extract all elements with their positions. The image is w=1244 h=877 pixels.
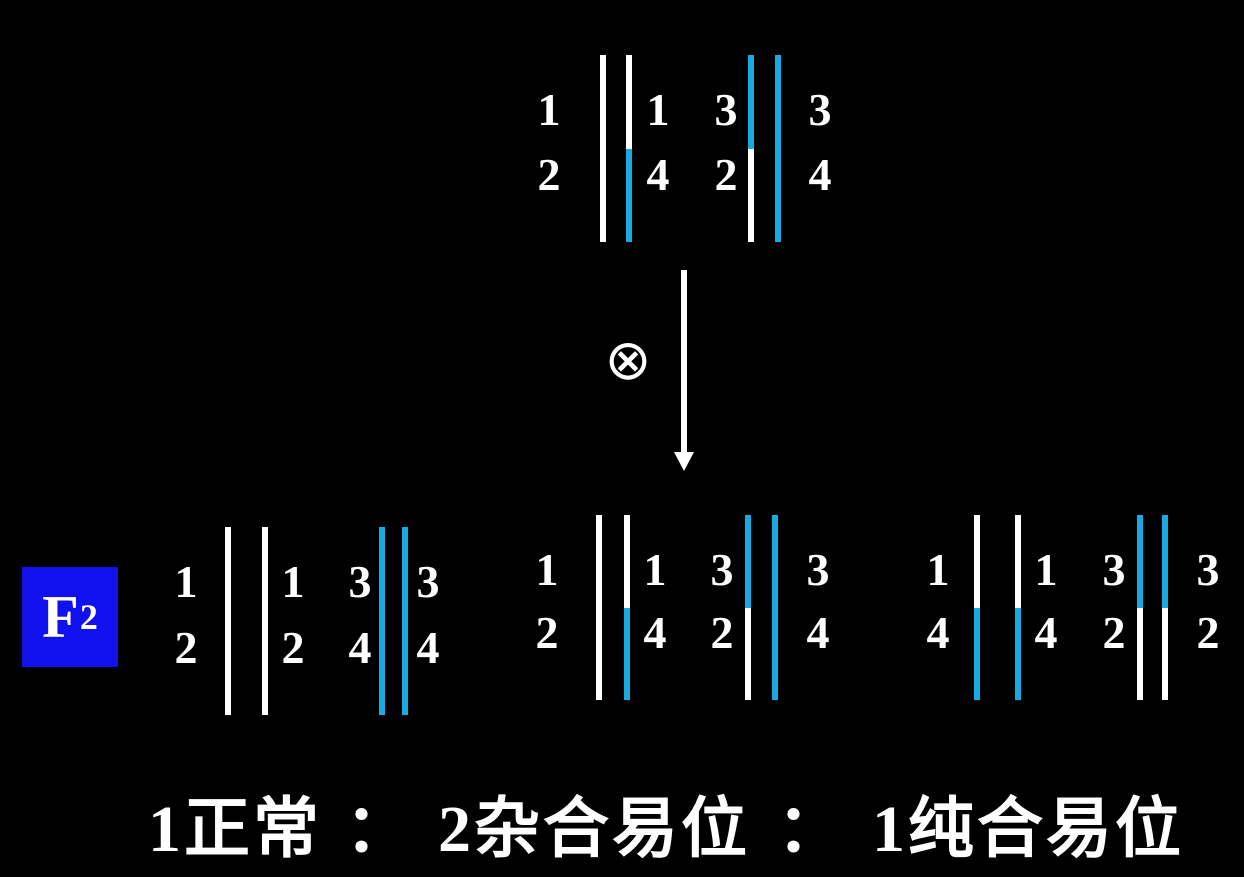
chromosome-segment-bottom [1162,607,1168,700]
locus-label: 3 [710,544,734,595]
ratio-heterozygous: 2杂合易位 [438,793,750,866]
chromosome-segment-top [745,515,751,608]
locus-label: 2 [281,622,305,673]
locus-label: 4 [348,622,372,673]
chromosome-segment-bottom [402,621,408,715]
locus-label: 2 [174,622,198,673]
f2-letter: F [42,584,79,650]
chromosome-segment-bottom [745,607,751,700]
chromosome-segment-bottom [772,607,778,700]
locus-label: 2 [1102,607,1126,658]
chromosome-segment-top [748,55,754,149]
chromosome-segment-bottom [379,621,385,715]
chromosome [772,515,778,700]
chromosome [262,527,268,715]
chromosome-segment-top [596,515,602,608]
chromosome-segment-top [624,515,630,608]
chromosome-segment-bottom [974,607,980,700]
locus-label: 1 [1034,544,1058,595]
locus-label: 1 [281,556,305,607]
locus-label: 4 [643,607,667,658]
chromosome [402,527,408,715]
locus-label: 3 [348,556,372,607]
locus-label: 4 [926,607,950,658]
locus-label: 3 [714,84,738,135]
chromosome-segment-bottom [1137,607,1143,700]
chromosome-segment-top [225,527,231,621]
locus-label: 3 [416,556,440,607]
chromosome-segment-top [775,55,781,149]
arrow-head [674,452,694,471]
ratio-normal: 1正常 [148,793,322,866]
chromosome-segment-top [626,55,632,149]
chromosome-segment-bottom [1015,607,1021,700]
locus-label: 2 [535,607,559,658]
chromosome-segment-bottom [225,621,231,715]
locus-label: 1 [174,556,198,607]
locus-label: 1 [537,84,561,135]
chromosome [379,527,385,715]
locus-label: 4 [808,149,832,200]
chromosome-segment-bottom [262,621,268,715]
locus-label: 2 [710,607,734,658]
ratio-separator: ： [777,793,843,866]
ratio-homozygous: 1纯合易位 [872,793,1184,866]
chromosome-segment-bottom [600,148,606,242]
locus-label: 3 [1196,544,1220,595]
chromosome [974,515,980,700]
chromosome-segment-top [1162,515,1168,608]
locus-label: 1 [926,544,950,595]
chromosome [596,515,602,700]
locus-label: 2 [714,149,738,200]
locus-label: 4 [646,149,670,200]
chromosome-segment-top [600,55,606,149]
locus-label: 2 [1196,607,1220,658]
chromosome [225,527,231,715]
ratio-separator: ： [345,793,411,866]
chromosome-segment-bottom [626,148,632,242]
locus-label: 1 [646,84,670,135]
chromosome [748,55,754,242]
locus-label: 1 [535,544,559,595]
chromosome-segment-bottom [596,607,602,700]
locus-label: 4 [416,622,440,673]
down-arrow-icon [674,270,694,471]
chromosome-segment-top [772,515,778,608]
chromosome [1137,515,1143,700]
chromosome-segment-bottom [624,607,630,700]
chromosome-segment-bottom [748,148,754,242]
locus-label: 3 [806,544,830,595]
chromosome-segment-top [974,515,980,608]
chromosome-segment-top [379,527,385,621]
chromosome [1162,515,1168,700]
chromosome-segment-top [402,527,408,621]
chromosome-segment-top [1015,515,1021,608]
chromosome-segment-top [1137,515,1143,608]
f2-subscript: 2 [79,597,98,637]
chromosome [626,55,632,242]
chromosome-segment-bottom [775,148,781,242]
chromosome [745,515,751,700]
locus-label: 3 [808,84,832,135]
chromosome [775,55,781,242]
locus-label: 2 [537,149,561,200]
locus-label: 4 [1034,607,1058,658]
locus-label: 4 [806,607,830,658]
chromosome [1015,515,1021,700]
self-cross-symbol: ⊗ [604,328,652,393]
arrow-shaft [681,270,687,454]
chromosome [624,515,630,700]
locus-label: 1 [643,544,667,595]
chromosome-segment-top [262,527,268,621]
locus-label: 3 [1102,544,1126,595]
chromosome [600,55,606,242]
